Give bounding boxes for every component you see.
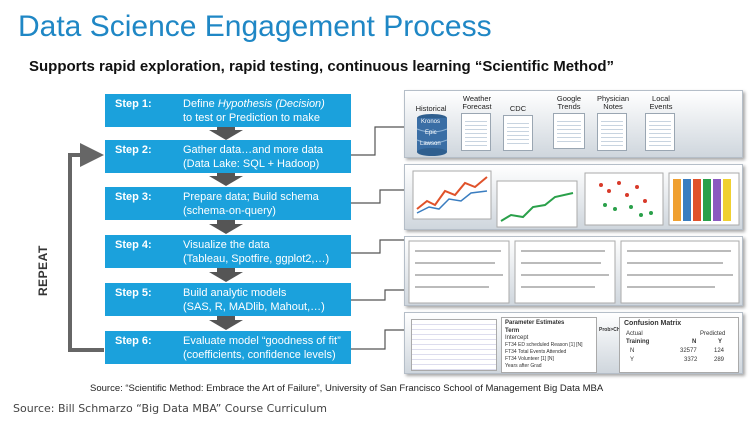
step-1: Step 1: Define Hypothesis (Decision)to t… <box>105 94 351 127</box>
step-description: Gather data…and more data(Data Lake: SQL… <box>183 144 324 170</box>
step-4: Step 4: Visualize the data(Tableau, Spot… <box>105 235 351 268</box>
repeat-loop <box>68 143 104 352</box>
spreadsheet-icon <box>503 115 533 151</box>
db-label: Kronos <box>421 119 441 125</box>
step-description: Define Hypothesis (Decision)to test or P… <box>183 98 325 124</box>
db-label: Epic <box>425 130 437 136</box>
page-title: Data Science Engagement Process <box>18 10 492 43</box>
trends-doc-icon <box>553 113 585 149</box>
chart-thumbnails <box>412 170 740 228</box>
step-number: Step 6: <box>115 335 152 347</box>
local-events-label: Local Events <box>649 94 673 111</box>
cdc-label: CDC <box>509 104 527 113</box>
page-subtitle: Supports rapid exploration, rapid testin… <box>29 58 615 75</box>
parameter-estimates-table: Parameter Estimates Term Intercept FT34 … <box>501 317 597 373</box>
step-number: Step 5: <box>115 287 152 299</box>
google-trends-label: Google Trends <box>556 94 582 111</box>
equation-thumbnails <box>408 240 740 304</box>
notes-doc-icon <box>597 113 627 151</box>
weather-label: Weather Forecast <box>462 94 492 111</box>
leader-line <box>351 126 404 156</box>
confusion-matrix: Confusion Matrix Actual Predicted Traini… <box>619 317 739 373</box>
source-citation: Source: “Scientific Method: Embrace the … <box>90 383 604 394</box>
step-number: Step 4: <box>115 239 152 251</box>
down-arrow <box>209 172 243 186</box>
down-arrow <box>209 126 243 140</box>
events-doc-icon <box>645 113 675 151</box>
step-number: Step 1: <box>115 98 152 110</box>
step-number: Step 3: <box>115 191 152 203</box>
step-description: Evaluate model “goodness of fit”(coeffic… <box>183 335 341 361</box>
leader-line <box>351 189 404 204</box>
physician-notes-label: Physician Notes <box>596 94 630 111</box>
down-arrow <box>209 268 243 282</box>
step-number: Step 2: <box>115 144 152 156</box>
down-arrow <box>209 220 243 234</box>
step-description: Prepare data; Build schema(schema-on-que… <box>183 191 319 217</box>
historical-label: Historical <box>415 104 447 113</box>
repeat-label: REPEAT <box>36 245 50 296</box>
step-6: Step 6: Evaluate model “goodness of fit”… <box>105 331 351 364</box>
equations-panel <box>404 236 743 306</box>
step-2: Step 2: Gather data…and more data(Data L… <box>105 140 351 173</box>
visualization-panel <box>404 164 743 230</box>
model-output-panel: Parameter Estimates Term Intercept FT34 … <box>404 312 743 374</box>
db-label: Lawson <box>420 141 441 147</box>
step-description: Build analytic models(SAS, R, MADlib, Ma… <box>183 287 325 313</box>
step-3: Step 3: Prepare data; Build schema(schem… <box>105 187 351 220</box>
leader-line <box>351 289 404 301</box>
spreadsheet-icon <box>461 113 491 151</box>
data-sources-panel: Historical Kronos Epic Lawson Weather Fo… <box>404 90 743 158</box>
leader-line <box>351 239 404 254</box>
database-icon <box>416 114 448 156</box>
code-output-thumbnail <box>411 319 497 371</box>
step-description: Visualize the data(Tableau, Spotfire, gg… <box>183 239 330 265</box>
leader-line <box>351 329 404 350</box>
course-credit: Source: Bill Schmarzo “Big Data MBA” Cou… <box>13 402 327 415</box>
down-arrow <box>209 316 243 330</box>
step-5: Step 5: Build analytic models(SAS, R, MA… <box>105 283 351 316</box>
